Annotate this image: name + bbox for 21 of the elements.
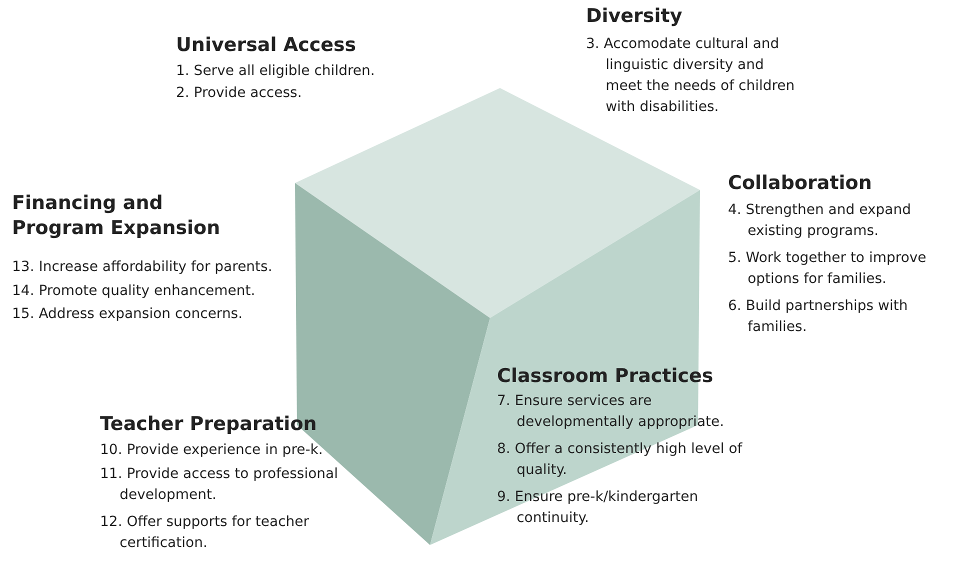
list-item: 4. Strengthen and expand existing programs. xyxy=(728,201,912,241)
section-heading: Teacher Preparation xyxy=(100,412,318,437)
list-item: 2. Provide access. xyxy=(176,84,303,103)
list-item: 15. Address expansion concerns. xyxy=(12,305,244,324)
list-item: 11. Provide access to professional development. xyxy=(100,465,340,505)
section-heading: Collaboration xyxy=(728,171,873,196)
list-item: 7. Ensure services are developmentally appropriate. xyxy=(497,392,726,432)
list-item: 14. Promote quality enhancement. xyxy=(12,282,256,301)
section-heading: Classroom Practices xyxy=(497,364,714,389)
list-item: 3. Accomodate cultural and linguistic diversity and meet the needs of children with disabilities. xyxy=(586,35,796,117)
list-item: 12. Offer supports for teacher certification. xyxy=(100,513,310,553)
list-item: 6. Build partnerships with families. xyxy=(728,297,909,337)
section-heading: Diversity xyxy=(586,4,684,29)
list-item: 1. Serve all eligible children. xyxy=(176,62,376,81)
section-heading: Financing and Program Expansion xyxy=(12,191,222,241)
list-item: 13. Increase affordability for parents. xyxy=(12,258,274,277)
list-item: 9. Ensure pre-k/kindergarten continuity. xyxy=(497,488,700,528)
list-item: 5. Work together to improve options for families. xyxy=(728,249,928,289)
list-item: 8. Offer a consistently high level of quality. xyxy=(497,440,744,480)
section-heading: Universal Access xyxy=(176,33,358,58)
list-item: 10. Provide experience in pre-k. xyxy=(100,441,324,460)
